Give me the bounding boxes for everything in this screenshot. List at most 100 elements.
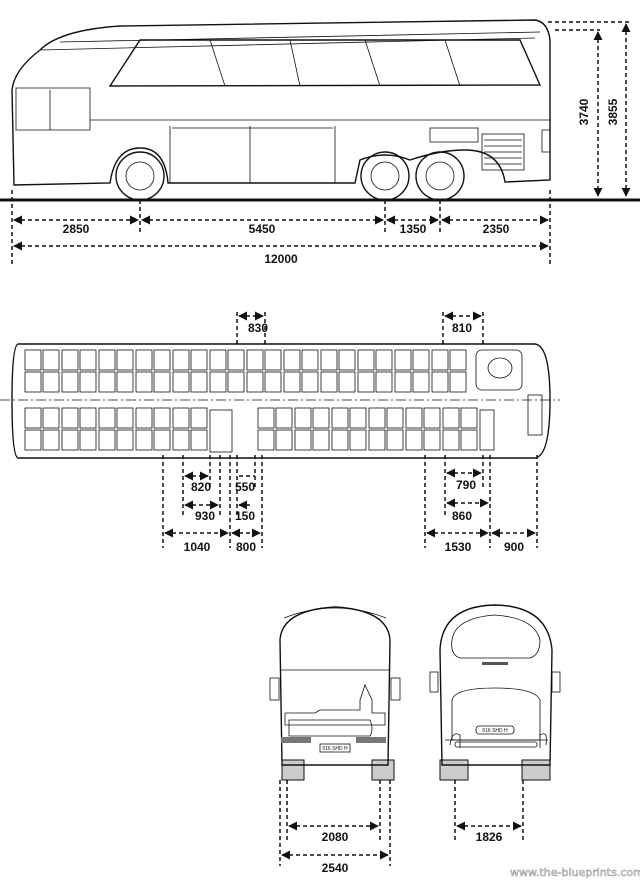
dim-rear-overhang: 2350 <box>483 222 510 236</box>
seat <box>301 349 319 371</box>
seat <box>135 371 153 393</box>
seat <box>24 429 42 451</box>
seat <box>386 407 404 429</box>
seat <box>368 407 386 429</box>
seat <box>412 371 430 393</box>
rear-license-plate: 516 SHD H <box>482 728 508 734</box>
dim-820: 820 <box>191 480 211 494</box>
seat <box>423 429 441 451</box>
seat <box>172 371 190 393</box>
seat <box>190 349 208 371</box>
seat <box>135 407 153 429</box>
seat <box>264 371 282 393</box>
seat <box>405 429 423 451</box>
watermark: www.the-blueprints.com <box>510 866 640 879</box>
seat <box>209 371 227 393</box>
seat <box>61 371 79 393</box>
seat <box>357 349 375 371</box>
seat <box>116 371 134 393</box>
seat <box>98 407 116 429</box>
seat <box>116 407 134 429</box>
seat <box>79 429 97 451</box>
seat <box>153 371 171 393</box>
seat <box>61 429 79 451</box>
seat <box>338 371 356 393</box>
seat <box>331 407 349 429</box>
seat <box>98 371 116 393</box>
seat <box>79 371 97 393</box>
seat <box>227 349 245 371</box>
seat <box>442 407 460 429</box>
seat <box>320 371 338 393</box>
seat <box>24 371 42 393</box>
seat <box>98 349 116 371</box>
seat <box>349 407 367 429</box>
seat <box>460 407 478 429</box>
seat <box>405 407 423 429</box>
dim-900: 900 <box>504 540 524 554</box>
seat <box>460 429 478 451</box>
dim-axle-spacing: 1350 <box>400 222 427 236</box>
seat <box>116 429 134 451</box>
dim-wheelbase: 5450 <box>249 222 276 236</box>
seat <box>431 371 449 393</box>
seat <box>190 371 208 393</box>
seat <box>257 429 275 451</box>
seat <box>312 429 330 451</box>
seat <box>275 407 293 429</box>
seat <box>209 349 227 371</box>
dim-150: 150 <box>235 509 255 523</box>
seat <box>172 407 190 429</box>
seat <box>135 349 153 371</box>
dim-1040: 1040 <box>184 540 211 554</box>
seat <box>442 429 460 451</box>
dim-rear-track: 1826 <box>476 830 503 844</box>
seat <box>42 349 60 371</box>
seat <box>338 349 356 371</box>
seat <box>61 349 79 371</box>
seat <box>172 429 190 451</box>
seat <box>24 349 42 371</box>
dim-860: 860 <box>452 509 472 523</box>
dim-1530: 1530 <box>445 540 472 554</box>
seat <box>257 407 275 429</box>
seat <box>79 407 97 429</box>
seat <box>246 371 264 393</box>
top-dimensions: 830 810 820 550 930 150 1040 800 790 860… <box>162 311 538 554</box>
front-license-plate: 516 SHD H <box>322 746 348 752</box>
seat <box>349 429 367 451</box>
seat <box>246 349 264 371</box>
seat <box>320 349 338 371</box>
seat <box>79 349 97 371</box>
seat <box>153 407 171 429</box>
seat <box>423 407 441 429</box>
seat <box>135 429 153 451</box>
dim-front-track: 2080 <box>322 830 349 844</box>
seat <box>116 349 134 371</box>
seat <box>153 349 171 371</box>
seat <box>42 371 60 393</box>
dim-total-length: 12000 <box>264 252 298 266</box>
side-view <box>0 19 640 202</box>
seat <box>264 349 282 371</box>
seat <box>375 349 393 371</box>
dim-550: 550 <box>235 480 255 494</box>
dim-790: 790 <box>456 478 476 492</box>
front-view: 516 SHD H 2080 2540 <box>269 606 401 875</box>
top-view <box>0 343 560 459</box>
seat <box>283 371 301 393</box>
seat <box>449 349 467 371</box>
dim-height-body: 3740 <box>577 98 591 125</box>
seat <box>275 429 293 451</box>
seat <box>449 371 467 393</box>
seat <box>331 429 349 451</box>
seat <box>386 429 404 451</box>
seat <box>172 349 190 371</box>
seat <box>42 407 60 429</box>
rear-view: 516 SHD H 1826 <box>429 604 561 844</box>
seat <box>190 429 208 451</box>
dim-930: 930 <box>195 509 215 523</box>
seat <box>283 349 301 371</box>
side-dimensions: 2850 5450 1350 2350 12000 3740 3855 <box>11 21 631 266</box>
